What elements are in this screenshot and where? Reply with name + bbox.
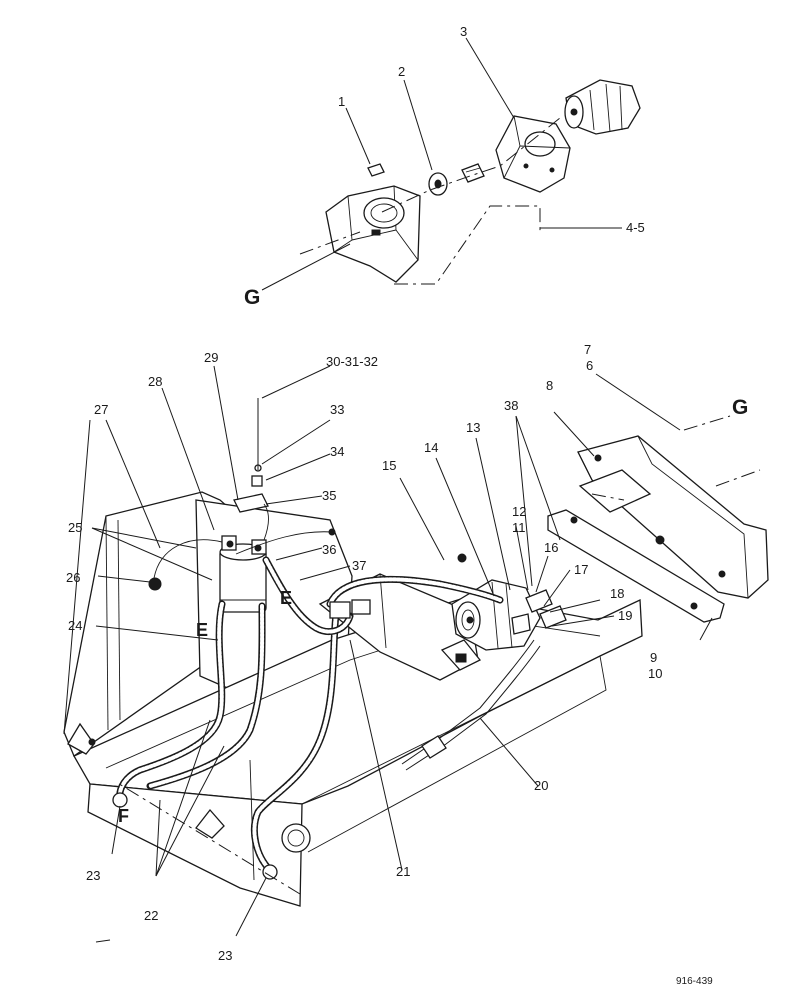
marker-f: F — [118, 806, 129, 826]
coupling — [461, 163, 485, 183]
callout-7: 7 — [584, 342, 591, 357]
marker-e-right: E — [280, 588, 292, 608]
callout-2: 2 — [398, 64, 405, 79]
callout-33: 33 — [330, 402, 344, 417]
callout-22: 22 — [144, 908, 158, 923]
steering-unit — [564, 79, 641, 135]
mounting-bracket-part-3 — [495, 115, 571, 193]
callout-21: 21 — [396, 864, 410, 879]
clip-part-1 — [367, 163, 385, 177]
callout-23-bottom: 23 — [218, 948, 232, 963]
callout-26: 26 — [66, 570, 80, 585]
stray-mark — [95, 939, 111, 943]
callout-13: 13 — [466, 420, 480, 435]
callout-6: 6 — [586, 358, 593, 373]
callout-29: 29 — [204, 350, 218, 365]
callout-18: 18 — [610, 586, 624, 601]
callout-9: 9 — [650, 650, 657, 665]
filter-canister — [153, 464, 336, 613]
callout-28: 28 — [148, 374, 162, 389]
hydraulic-hoses — [112, 556, 541, 880]
callout-12: 12 — [512, 504, 526, 519]
upper-assembly — [261, 37, 641, 291]
callout-38: 38 — [504, 398, 518, 413]
hydraulic-pump — [451, 579, 567, 651]
callout-3: 3 — [460, 24, 467, 39]
callout-19: 19 — [618, 608, 632, 623]
callout-15: 15 — [382, 458, 396, 473]
callout-36: 36 — [322, 542, 336, 557]
callout-27: 27 — [94, 402, 108, 417]
marker-g-top: G — [244, 286, 260, 309]
callout-17: 17 — [574, 562, 588, 577]
callout-34: 34 — [330, 444, 344, 459]
callout-labels: 1 2 3 4-5 G 7 6 8 G 9 10 29 30-31-32 28 … — [66, 24, 748, 987]
steering-bracket — [325, 185, 421, 283]
callout-1: 1 — [338, 94, 345, 109]
callout-24: 24 — [68, 618, 82, 633]
leader-lines — [63, 365, 731, 937]
marker-e-left: E — [196, 620, 208, 640]
callout-8: 8 — [546, 378, 553, 393]
right-bracket-assembly — [547, 435, 769, 623]
callout-4-5: 4-5 — [626, 220, 645, 235]
callout-16: 16 — [544, 540, 558, 555]
callout-23-left: 23 — [86, 868, 100, 883]
callout-35: 35 — [322, 488, 336, 503]
callout-10: 10 — [648, 666, 662, 681]
figure-reference: 916-439 — [676, 976, 713, 987]
callout-11: 11 — [512, 520, 526, 535]
marker-g-right: G — [732, 396, 748, 419]
callout-37: 37 — [352, 558, 366, 573]
washer-part-2 — [428, 172, 448, 196]
callout-30-31-32: 30-31-32 — [326, 354, 378, 369]
callout-14: 14 — [424, 440, 438, 455]
callout-20: 20 — [534, 778, 548, 793]
callout-25: 25 — [68, 520, 82, 535]
